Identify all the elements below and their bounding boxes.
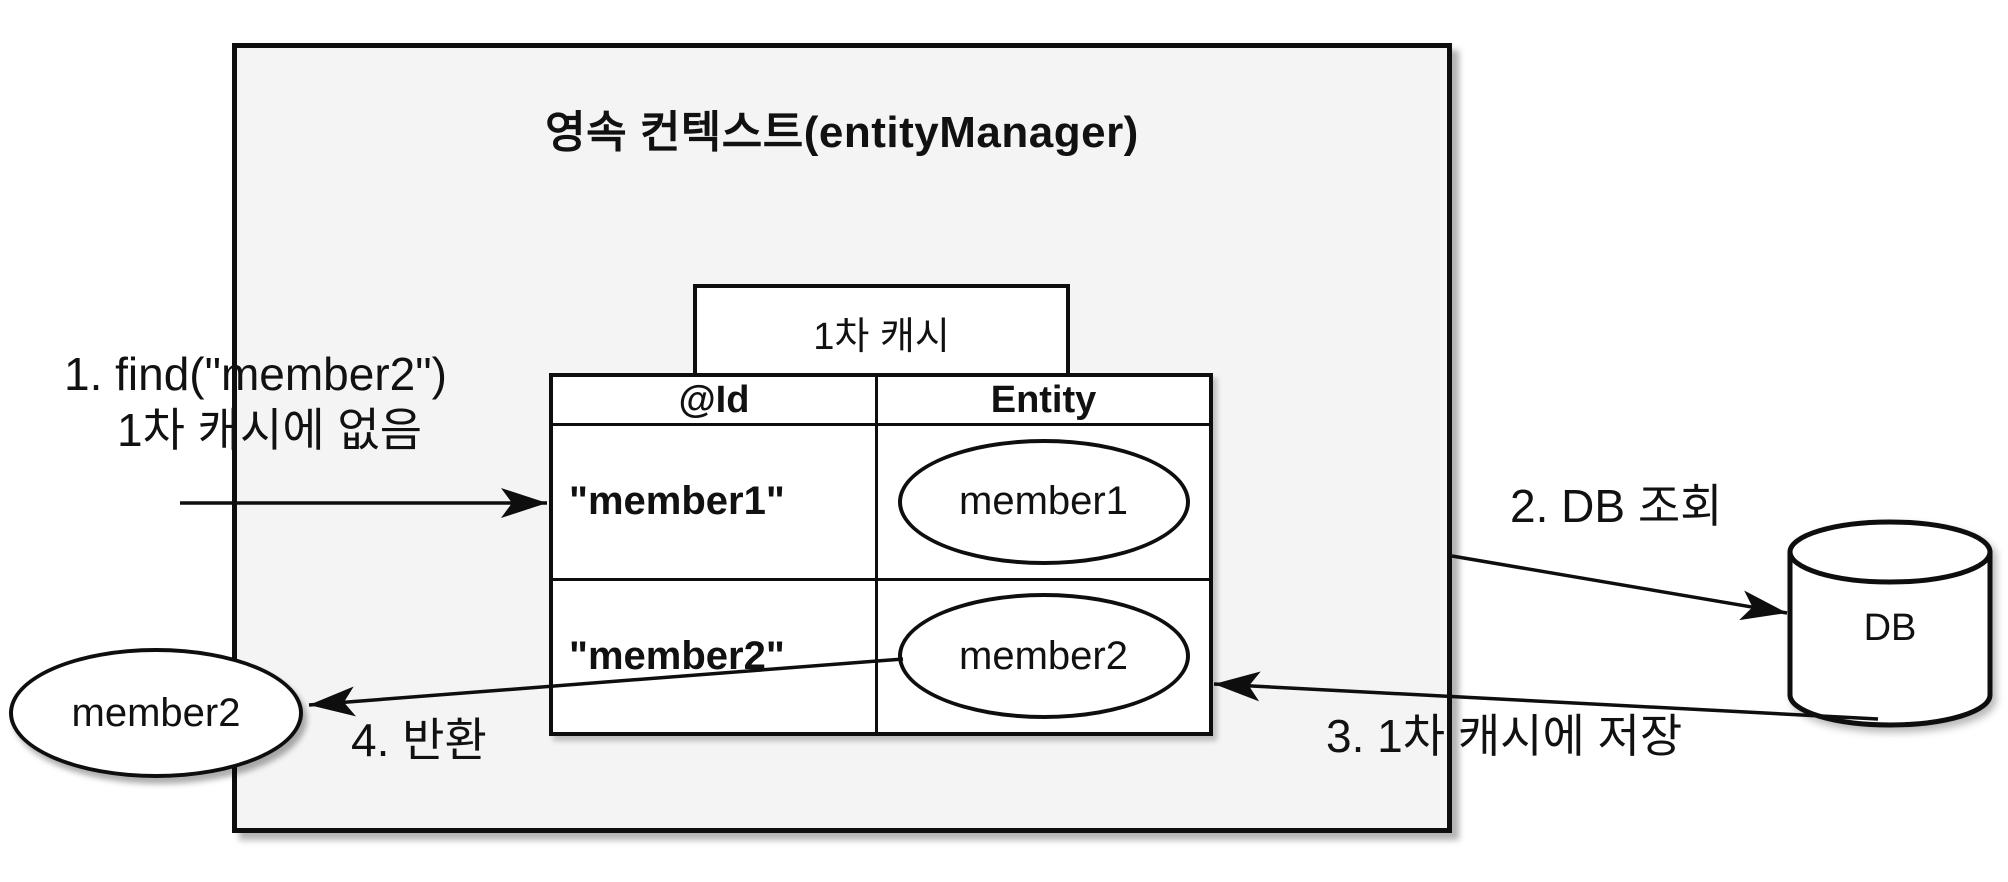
first-level-cache-label: 1차 캐시 [813,315,950,358]
table-row: "member2" member2 [553,577,1209,733]
table-row: "member1" member1 [553,423,1209,578]
table-cell-entity-member1: member1 [878,426,1209,578]
table-header-row: @Id Entity [553,377,1209,423]
first-level-cache-label-box: 1차 캐시 [693,284,1070,380]
persistence-context-title: 영속 컨텍스트(entityManager) [545,108,1139,157]
step4-return-label: 4. 반환 [351,714,487,766]
step2-db-query-label: 2. DB 조회 [1510,480,1723,532]
entity-ellipse-member1-label: member1 [959,479,1128,524]
step1-find-label: 1. find("member2") 1차 캐시에 없음 [64,346,447,458]
table-header-entity: Entity [990,378,1097,421]
entity-ellipse-member2-label: member2 [959,633,1128,678]
database-label: DB [1864,607,1917,649]
step3-store-in-cache-label: 3. 1차 캐시에 저장 [1326,710,1683,762]
returned-entity-ellipse: member2 [9,648,303,778]
entity-ellipse-member2: member2 [897,593,1190,720]
returned-entity-label: member2 [71,690,241,735]
first-level-cache-table: @Id Entity "member1" member1 "member2" m… [549,373,1213,736]
entity-ellipse-member1: member1 [897,438,1190,565]
table-cell-id-member1: "member1" [553,426,878,578]
table-cell-entity-member2: member2 [878,581,1209,733]
table-header-id: @Id [553,377,878,423]
step1-cache-miss-text: 1차 캐시에 없음 [117,404,423,456]
database-cylinder-icon: DB [1780,510,2000,750]
step1-find-call-text: 1. find("member2") [64,348,447,400]
arrow-step2-db-query [1451,554,1788,621]
table-cell-id-member2: "member2" [553,580,878,732]
